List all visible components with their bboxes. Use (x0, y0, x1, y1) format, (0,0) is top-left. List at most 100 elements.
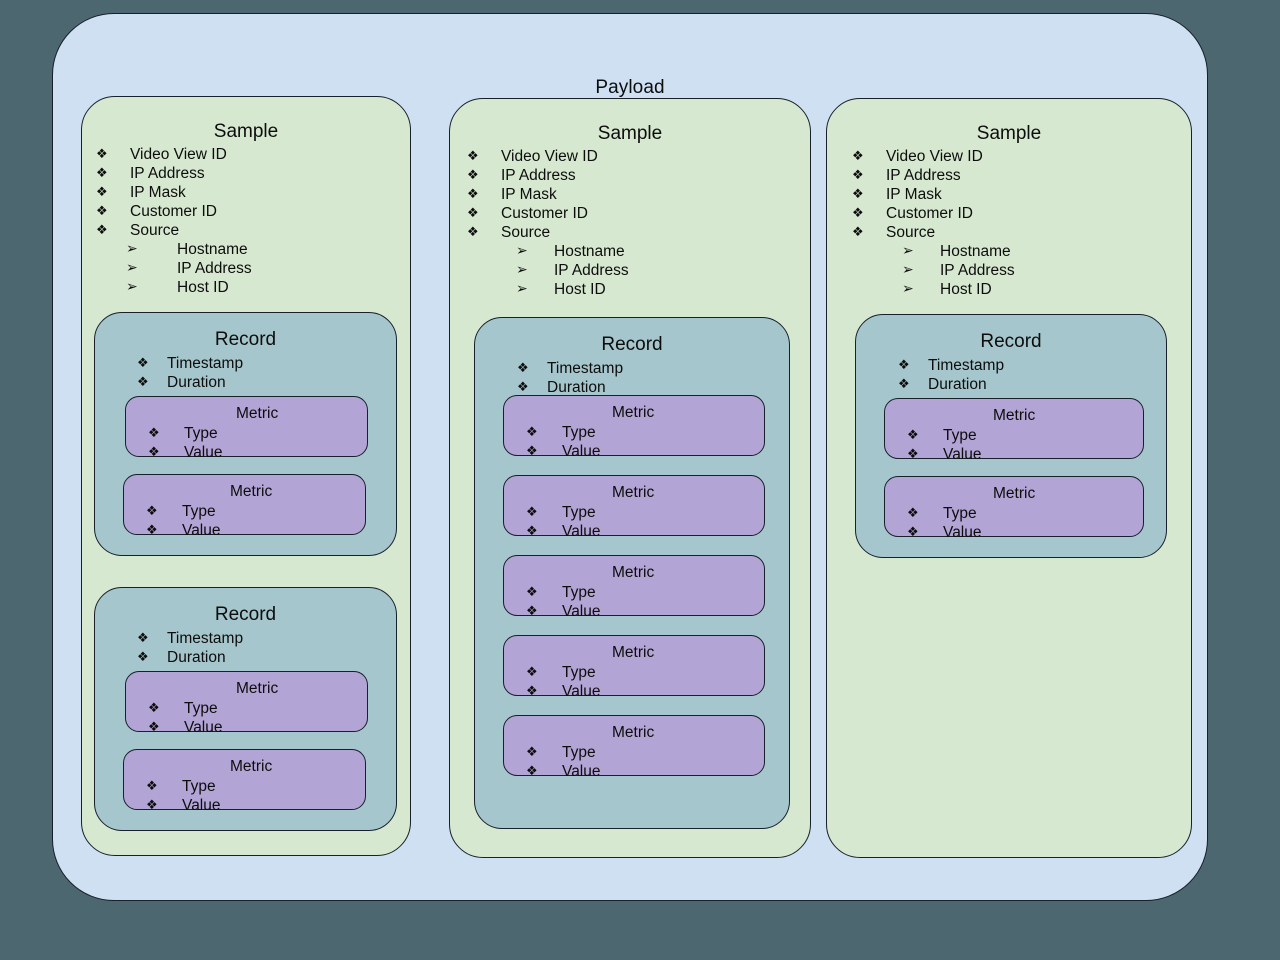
sample-subfield-row: ➢ IP Address (827, 261, 1191, 280)
sample-subfield-row: ➢ IP Address (82, 259, 410, 278)
record-field-label: Timestamp (928, 357, 1005, 374)
diamond-bullet-icon: ❖ (526, 764, 538, 779)
metric-field-row: ❖ Value (504, 442, 764, 461)
record-field-list: ❖ Timestamp ❖ Duration (95, 354, 396, 392)
diamond-bullet-icon: ❖ (148, 720, 160, 735)
sample-field-list-3: ❖ Video View ID ❖ IP Address ❖ IP Mask ❖… (827, 147, 1191, 299)
record-container: Record ❖ Timestamp ❖ Duration Metric (94, 587, 397, 831)
metric-container: Metric ❖ Type ❖ Value (123, 749, 366, 814)
metric-title: Metric (230, 758, 273, 775)
sample-field-label: Video View ID (501, 148, 598, 165)
sample-field-row: ❖ IP Address (82, 164, 410, 183)
metric-field-label: Type (562, 504, 596, 521)
record-container: Record ❖ Timestamp ❖ Duration Metric (855, 314, 1167, 558)
metric-field-row: ❖ Value (504, 602, 764, 621)
diamond-bullet-icon: ❖ (526, 585, 538, 600)
metric-field-row: ❖ Type (885, 504, 1143, 523)
sample-field-row: ❖ IP Mask (827, 185, 1191, 204)
sample-subfield-row: ➢ Host ID (827, 280, 1191, 299)
record-field-label: Duration (547, 379, 606, 396)
record-field-label: Timestamp (547, 360, 624, 377)
sample-field-row: ❖ IP Mask (82, 183, 410, 202)
sample-subfield-label: Host ID (177, 279, 229, 296)
metric-field-label: Value (562, 523, 601, 540)
sample-subfield-label: Host ID (940, 281, 992, 298)
sample-field-label: Customer ID (130, 203, 217, 220)
metric-container: Metric ❖ Type ❖ Value (503, 635, 765, 700)
diamond-bullet-icon: ❖ (467, 168, 479, 183)
metric-container: Metric ❖ Type ❖ Value (125, 396, 368, 461)
metric-field-label: Type (943, 505, 977, 522)
record-field-row: ❖ Duration (95, 648, 396, 667)
metric-field-label: Type (182, 503, 216, 520)
diamond-bullet-icon: ❖ (96, 223, 108, 238)
diamond-bullet-icon: ❖ (852, 149, 864, 164)
metric-field-list: ❖ Type ❖ Value (126, 424, 367, 462)
diamond-bullet-icon: ❖ (526, 444, 538, 459)
metric-field-label: Type (182, 778, 216, 795)
record-field-label: Duration (167, 649, 226, 666)
diamond-bullet-icon: ❖ (137, 356, 149, 371)
sample-subfield-row: ➢ Hostname (82, 240, 410, 259)
diamond-bullet-icon: ❖ (96, 204, 108, 219)
record-title: Record (980, 331, 1042, 352)
sample-field-list-1: ❖ Video View ID ❖ IP Address ❖ IP Mask ❖… (82, 145, 410, 297)
diamond-bullet-icon: ❖ (96, 185, 108, 200)
diamond-bullet-icon: ❖ (907, 447, 919, 462)
sample-container-1: Sample ❖ Video View ID ❖ IP Address ❖ IP… (81, 96, 411, 856)
metric-container: Metric ❖ Type ❖ Value (884, 398, 1144, 463)
sample-field-row: ❖ Source (827, 223, 1191, 242)
metric-container: Metric ❖ Type ❖ Value (884, 476, 1144, 541)
sample-field-row: ❖ Source (450, 223, 810, 242)
payload-title: Payload (595, 77, 665, 98)
metric-field-label: Value (562, 763, 601, 780)
diamond-bullet-icon: ❖ (146, 779, 158, 794)
sample-subfield-label: IP Address (177, 260, 252, 277)
sample-container-2: Sample ❖ Video View ID ❖ IP Address ❖ IP… (449, 98, 811, 858)
sample-field-label: IP Address (886, 167, 961, 184)
arrow-bullet-icon: ➢ (902, 281, 914, 297)
sample-field-row: ❖ Video View ID (827, 147, 1191, 166)
sample-field-label: Source (501, 224, 551, 241)
arrow-bullet-icon: ➢ (516, 262, 528, 278)
metric-title: Metric (612, 724, 655, 741)
diamond-bullet-icon: ❖ (148, 701, 160, 716)
metric-field-label: Value (562, 443, 601, 460)
diamond-bullet-icon: ❖ (148, 426, 160, 441)
sample-title-1: Sample (213, 121, 279, 142)
sample-field-row: ❖ Video View ID (82, 145, 410, 164)
sample-subfield-row: ➢ Host ID (82, 278, 410, 297)
metric-title: Metric (230, 483, 273, 500)
sample-field-row: ❖ Source (82, 221, 410, 240)
diamond-bullet-icon: ❖ (146, 523, 158, 538)
diamond-bullet-icon: ❖ (852, 187, 864, 202)
diamond-bullet-icon: ❖ (907, 428, 919, 443)
diamond-bullet-icon: ❖ (526, 425, 538, 440)
metric-field-label: Type (184, 700, 218, 717)
metric-field-label: Type (943, 427, 977, 444)
arrow-bullet-icon: ➢ (126, 279, 138, 295)
arrow-bullet-icon: ➢ (902, 243, 914, 259)
metric-field-row: ❖ Value (126, 718, 367, 737)
diamond-bullet-icon: ❖ (526, 604, 538, 619)
diamond-bullet-icon: ❖ (137, 650, 149, 665)
record-field-list: ❖ Timestamp ❖ Duration (856, 356, 1166, 394)
diamond-bullet-icon: ❖ (467, 206, 479, 221)
metric-field-label: Type (562, 424, 596, 441)
metric-field-row: ❖ Value (504, 522, 764, 541)
sample-field-label: Customer ID (501, 205, 588, 222)
metric-title: Metric (612, 564, 655, 581)
diamond-bullet-icon: ❖ (517, 380, 529, 395)
metric-field-row: ❖ Value (504, 762, 764, 781)
diamond-bullet-icon: ❖ (467, 149, 479, 164)
metric-field-label: Value (562, 603, 601, 620)
diamond-bullet-icon: ❖ (96, 166, 108, 181)
metric-field-list: ❖ Type ❖ Value (126, 699, 367, 737)
metric-field-list: ❖ Type ❖ Value (504, 583, 764, 621)
record-field-row: ❖ Timestamp (856, 356, 1166, 375)
sample-field-row: ❖ IP Address (827, 166, 1191, 185)
metric-field-row: ❖ Value (885, 523, 1143, 542)
sample-container-3: Sample ❖ Video View ID ❖ IP Address ❖ IP… (826, 98, 1192, 858)
record-field-label: Timestamp (167, 630, 244, 647)
